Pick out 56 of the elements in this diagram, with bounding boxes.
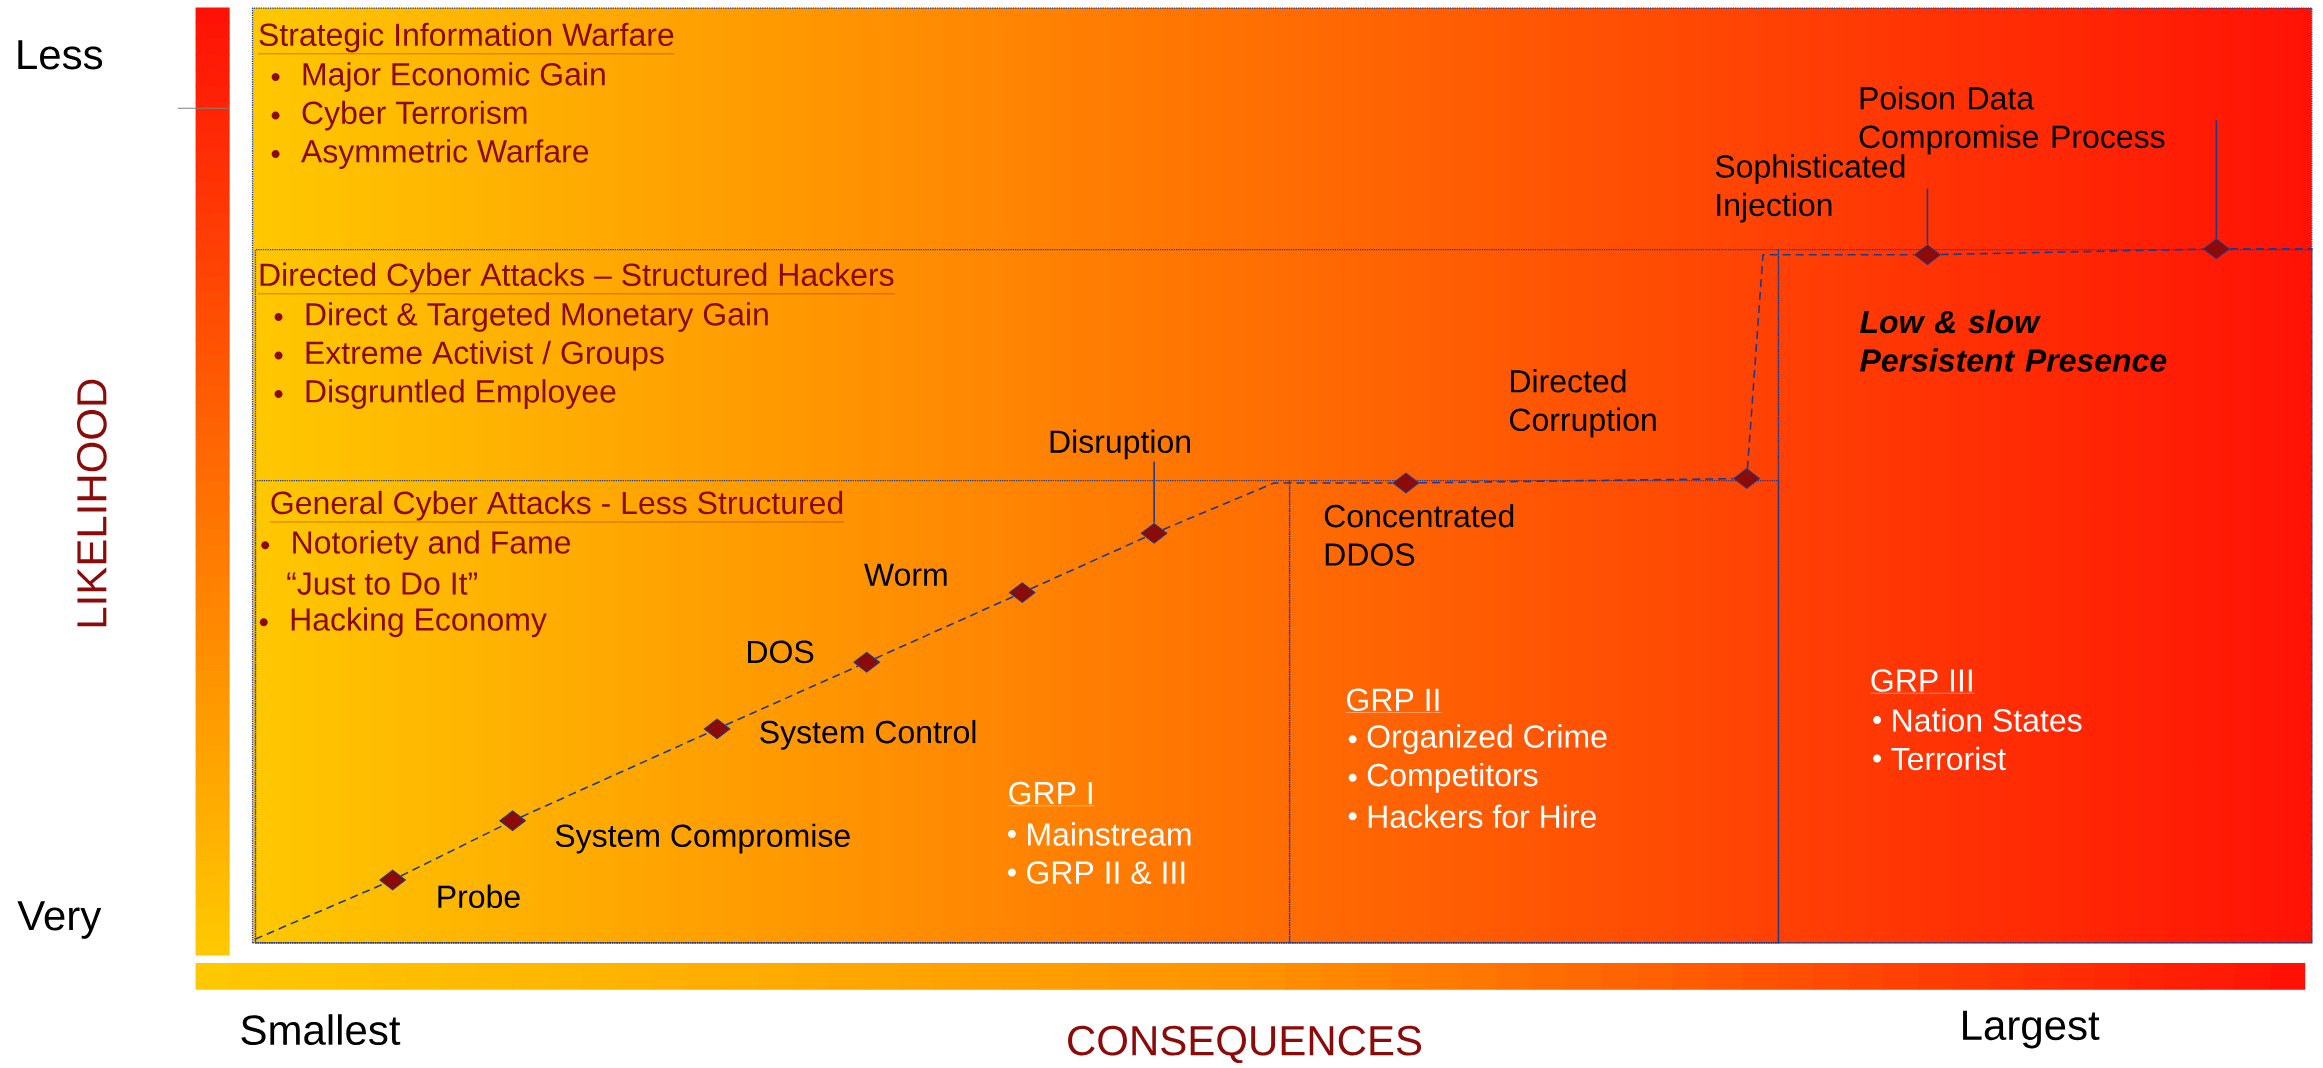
trend-line — [254, 882, 385, 940]
axis-label: Less — [18, 40, 103, 70]
list-item: Organized Crime — [1367, 724, 1607, 755]
annotation-label: Sophisticated Injection — [1715, 154, 1905, 223]
list-item: Disgruntled Employee — [306, 379, 616, 409]
list-item: Mainstream — [1028, 822, 1191, 846]
diamond-marker — [1140, 523, 1168, 544]
marker-label: System Compromise — [555, 823, 850, 854]
box-heading: GRP II — [1345, 688, 1442, 713]
box-heading: GRP III — [1869, 669, 1975, 694]
trend-line — [1418, 477, 1735, 484]
trend-line — [1162, 482, 1394, 531]
diamond-marker — [1733, 468, 1760, 489]
list-item: GRP II & III — [1027, 861, 1185, 884]
diamond-marker — [1914, 244, 1941, 266]
trend-line — [2229, 248, 2314, 250]
list-item: Terrorist — [1891, 746, 2006, 771]
list-item: Nation States — [1893, 708, 2082, 732]
axis-label: Very — [17, 901, 102, 939]
marker-label: System Control — [760, 719, 976, 750]
annotation-label: Poison Data Compromise Process — [1859, 86, 2165, 155]
axis-title: CONSEQUENCES — [1068, 1025, 1422, 1063]
list-item: Competitors — [1367, 762, 1538, 793]
marker-label: DOS — [748, 640, 814, 664]
annotation-label: Disruption — [1050, 429, 1190, 460]
axis-label: Smallest — [241, 1014, 401, 1045]
list-item: Major Economic Gain — [303, 62, 605, 92]
box-heading: Strategic Information Warfare — [257, 22, 675, 54]
trend-line — [724, 665, 859, 726]
list-item: Asymmetric Warfare — [301, 139, 589, 169]
list-item: “Just to Do It” — [287, 572, 477, 595]
box-heading: General Cyber Attacks - Less Structured — [269, 490, 845, 523]
trend-line — [1939, 248, 2204, 256]
trend-line — [1030, 536, 1147, 590]
marker-label: Directed Corruption — [1510, 369, 1656, 438]
box-heading: Directed Cyber Attacks – Structured Hackers — [257, 262, 895, 294]
list-item: Hacking Economy — [291, 607, 547, 638]
axis-title: LIKELIHOOD — [77, 379, 107, 627]
axis-label: Largest — [1963, 1010, 2100, 1049]
trend-line — [1746, 253, 1915, 470]
leader-line — [2215, 119, 2218, 240]
leader-line — [1153, 460, 1155, 524]
list-item: Cyber Terrorism — [302, 100, 527, 131]
list-item: Hackers for Hire — [1368, 804, 1596, 828]
box-heading: GRP I — [1007, 781, 1095, 806]
list-item: Notoriety and Fame — [293, 530, 571, 561]
list-item: Extreme Activist / Groups — [306, 340, 664, 371]
marker-label: Probe — [438, 884, 520, 908]
zone-label: Low & slow Persistent Presence — [1860, 309, 2167, 372]
leader-line — [1926, 187, 1929, 246]
list-item: Direct & Targeted Monetary Gain — [306, 302, 768, 332]
trend-line — [874, 595, 1015, 660]
marker-label: Concentrated DDOS — [1324, 503, 1514, 566]
marker-label: Worm — [864, 563, 947, 586]
trend-line — [520, 731, 710, 818]
diamond-marker — [2203, 238, 2230, 260]
